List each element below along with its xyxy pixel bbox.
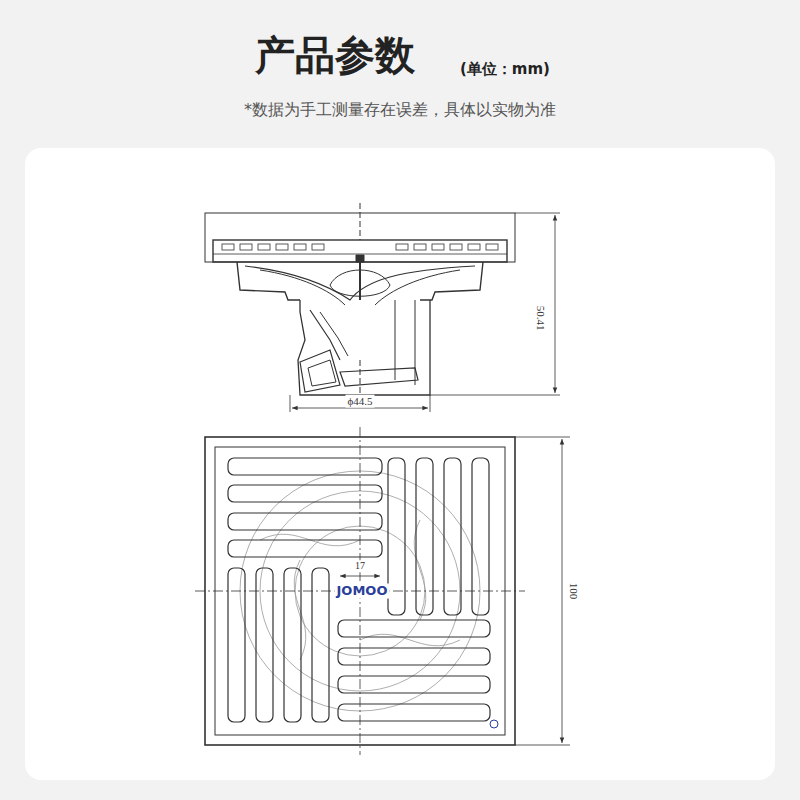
side-view	[205, 203, 560, 412]
unit-note: (单位：mm)	[460, 61, 550, 78]
dimension-height: 50.41	[535, 306, 548, 331]
brand-logo: JOMOO	[335, 584, 390, 599]
grate-slots	[228, 458, 490, 722]
dimension-diameter: ϕ44.5	[345, 395, 374, 408]
dimension-slot: 17	[353, 560, 367, 572]
white-panel	[25, 148, 775, 780]
page-title: 产品参数	[255, 32, 415, 78]
top-view	[195, 427, 570, 755]
dimension-width: 100	[568, 583, 581, 600]
disclaimer-note: *数据为手工测量存在误差，具体以实物为准	[244, 101, 556, 119]
